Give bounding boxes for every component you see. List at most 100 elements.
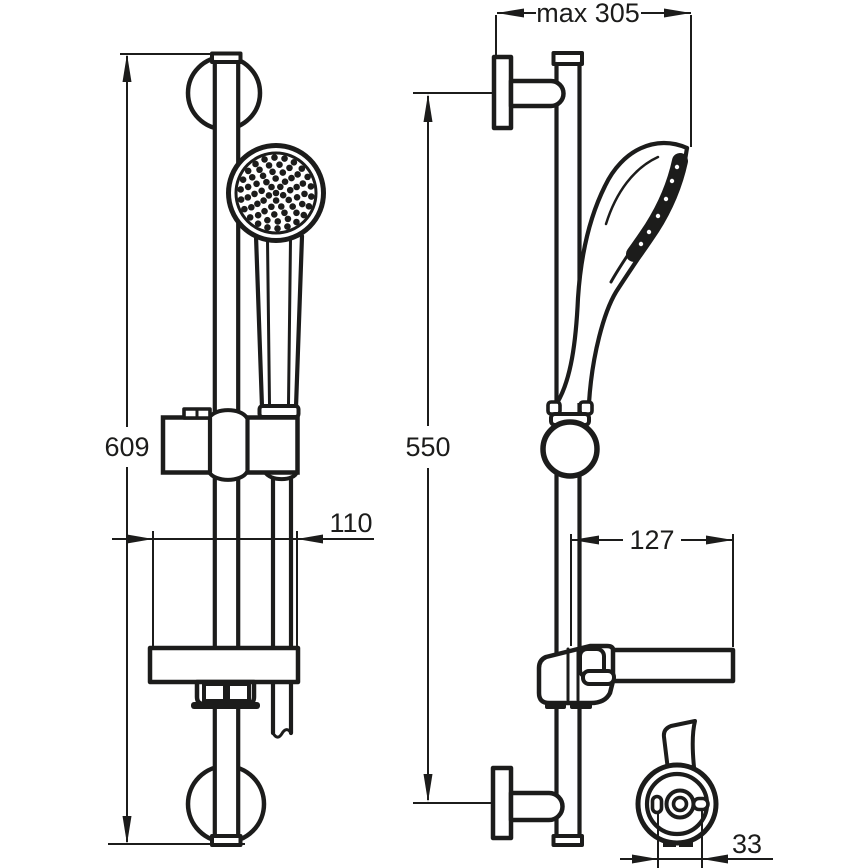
spray-dot (293, 209, 300, 217)
spray-dot (261, 156, 268, 163)
spray-dot (298, 165, 306, 172)
spray-dot (285, 196, 293, 204)
spray-dot (279, 191, 287, 199)
front-view (147, 51, 326, 847)
spray-dots (237, 154, 315, 232)
spray-dot (288, 174, 295, 182)
spray-dot (277, 183, 284, 191)
slider-holder-side (540, 400, 600, 479)
spray-dot (274, 225, 281, 232)
spray-dot (265, 162, 273, 169)
soap-dish-side (536, 643, 736, 709)
dimension-max-reach: max 305 (495, 0, 692, 147)
spray-dot (281, 178, 289, 185)
shower-hose (270, 467, 294, 739)
spray-dot (264, 224, 271, 231)
top-bracket-arm (508, 78, 566, 109)
dimension-label-33: 33 (732, 829, 762, 859)
spray-dot (286, 164, 293, 172)
spray-dot (294, 171, 301, 178)
spray-dot (284, 215, 292, 223)
spray-dot (254, 211, 262, 219)
top-wall-plate (491, 54, 514, 131)
spray-face-holes (638, 164, 680, 247)
spray-dot (265, 192, 273, 199)
spray-dot (272, 175, 279, 182)
spray-dot (305, 203, 313, 210)
spray-dot (263, 178, 270, 186)
spray-dot (271, 154, 278, 161)
bottom-wall-plate (490, 765, 514, 841)
spray-dot (284, 223, 291, 230)
spray-dot (268, 183, 275, 191)
spray-dot (299, 180, 307, 187)
spray-dot (248, 203, 255, 211)
dimension-fixing-centres: 550 (405, 92, 492, 804)
spray-dot (293, 183, 300, 191)
spray-dot (298, 200, 306, 208)
spray-dot (274, 218, 282, 225)
spray-dot (301, 190, 308, 198)
spray-dot (254, 220, 262, 227)
hose-break-symbol (271, 728, 293, 739)
spray-dot (293, 218, 300, 226)
spray-dot (289, 203, 296, 210)
spray-dot (277, 203, 285, 210)
spray-dot (248, 173, 256, 181)
slider-holder-front (160, 407, 300, 482)
spray-dot (272, 197, 280, 204)
rail-collar-top (207, 408, 249, 420)
spray-dot (281, 209, 288, 217)
spray-dot (293, 193, 301, 201)
spray-dot (268, 203, 275, 211)
soap-dish-front (147, 645, 301, 709)
top-wall-bracket-side (491, 54, 566, 131)
dimension-dish-depth: 127 (570, 525, 734, 647)
hand-shower-side (554, 140, 690, 406)
dimension-dish-width: 110 (112, 508, 374, 648)
side-view (490, 51, 736, 847)
spray-dot (261, 207, 268, 215)
dimension-label-max305: max 305 (536, 0, 640, 28)
bottom-wall-bracket-side (490, 765, 565, 841)
spray-dot (259, 172, 267, 180)
spray-dot (276, 161, 283, 169)
dimension-rail-height: 609 (104, 53, 245, 845)
spray-dot (251, 190, 258, 198)
hand-shower-handle-front (253, 233, 305, 419)
spray-dot (290, 159, 298, 166)
spray-dot (258, 187, 265, 195)
bracket-foot-left (663, 841, 676, 847)
spray-dot (237, 196, 245, 203)
rail-collar-bottom (207, 470, 249, 482)
spray-dot (269, 168, 276, 176)
spray-dot (286, 186, 294, 194)
spray-dot (308, 193, 315, 200)
spray-dot (244, 167, 252, 175)
holder-knob (540, 419, 600, 479)
spray-dot (252, 160, 259, 168)
bracket-center-hole (671, 795, 689, 813)
spray-dot (300, 211, 308, 219)
dimension-slot-spacing: 33 (620, 810, 773, 868)
spray-dot (241, 205, 248, 213)
spray-dot (244, 183, 252, 191)
dimension-label-127: 127 (629, 525, 674, 555)
bracket-foot-right (679, 841, 693, 847)
spray-dot (304, 173, 311, 181)
spray-dot (272, 189, 280, 197)
spray-dot (264, 216, 271, 224)
dimension-label-609: 609 (104, 432, 149, 462)
dimension-label-550: 550 (405, 432, 450, 462)
spray-dot (256, 166, 263, 174)
fixing-slot-left (650, 794, 664, 815)
spray-dot (237, 186, 244, 193)
spray-dot (270, 211, 278, 218)
spray-dot (307, 183, 315, 190)
spray-face-edge (626, 153, 688, 262)
fixing-slot-right (691, 796, 710, 812)
detail-view (635, 719, 719, 847)
dimension-label-110: 110 (329, 508, 372, 538)
